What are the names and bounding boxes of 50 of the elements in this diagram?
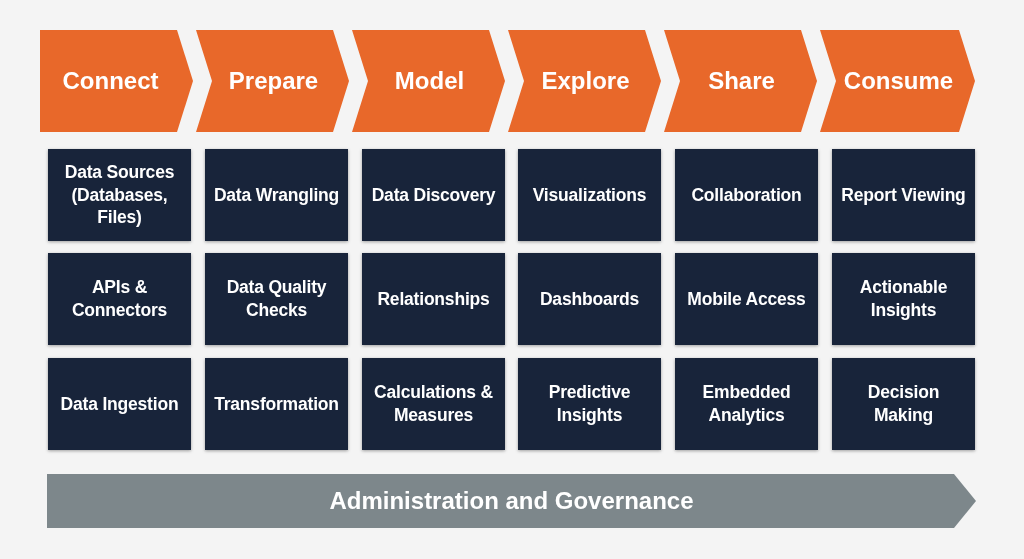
stage-header [196, 30, 349, 132]
step-text: APIs & Connectors [70, 276, 169, 322]
step-box [362, 358, 505, 450]
banner-label: Administration and Governance [329, 487, 694, 515]
stage-label: Explore [541, 67, 630, 95]
step-text: Predictive Insights [547, 381, 632, 427]
step-text: Visualizations [532, 183, 647, 207]
step-box [205, 358, 348, 450]
step-text: Report Viewing [841, 183, 966, 207]
step-text: Transformation [214, 392, 339, 416]
stage-header [820, 30, 975, 132]
step-box [362, 253, 505, 345]
step-box [518, 358, 661, 450]
step-box [832, 358, 975, 450]
step-box [675, 253, 818, 345]
step-text: Mobile Access [687, 287, 806, 311]
step-box [518, 253, 661, 345]
step-text: Relationships [377, 287, 490, 311]
governance-band [47, 474, 976, 528]
step-text: Actionable Insights [858, 276, 949, 322]
step-text: Data Discovery [371, 183, 496, 207]
step-box [205, 253, 348, 345]
stage-label: Model [394, 67, 465, 95]
stage-label: Connect [62, 67, 159, 95]
stage-header [508, 30, 661, 132]
step-text: Data Wrangling [213, 183, 340, 207]
step-box [48, 149, 191, 241]
stage-header [352, 30, 505, 132]
stage-label: Share [708, 67, 775, 95]
step-text: Decision Making [866, 381, 941, 427]
step-box [48, 253, 191, 345]
stage-header [40, 30, 193, 132]
step-box [832, 253, 975, 345]
step-box [675, 149, 818, 241]
step-box [48, 358, 191, 450]
step-text: Data Quality Checks [225, 276, 328, 322]
step-text: Data Ingestion [60, 392, 179, 416]
stage-label: Consume [843, 67, 954, 95]
step-text: Data Sources (Databases, Files) [63, 160, 176, 230]
stage-header [664, 30, 817, 132]
step-text: Dashboards [539, 287, 640, 311]
step-box [362, 149, 505, 241]
step-box [205, 149, 348, 241]
step-text: Calculations & Measures [373, 381, 494, 427]
step-box [675, 358, 818, 450]
stage-label: Prepare [228, 67, 319, 95]
step-text: Embedded Analytics [701, 381, 792, 427]
step-text: Collaboration [691, 183, 802, 207]
step-box [518, 149, 661, 241]
step-box [832, 149, 975, 241]
